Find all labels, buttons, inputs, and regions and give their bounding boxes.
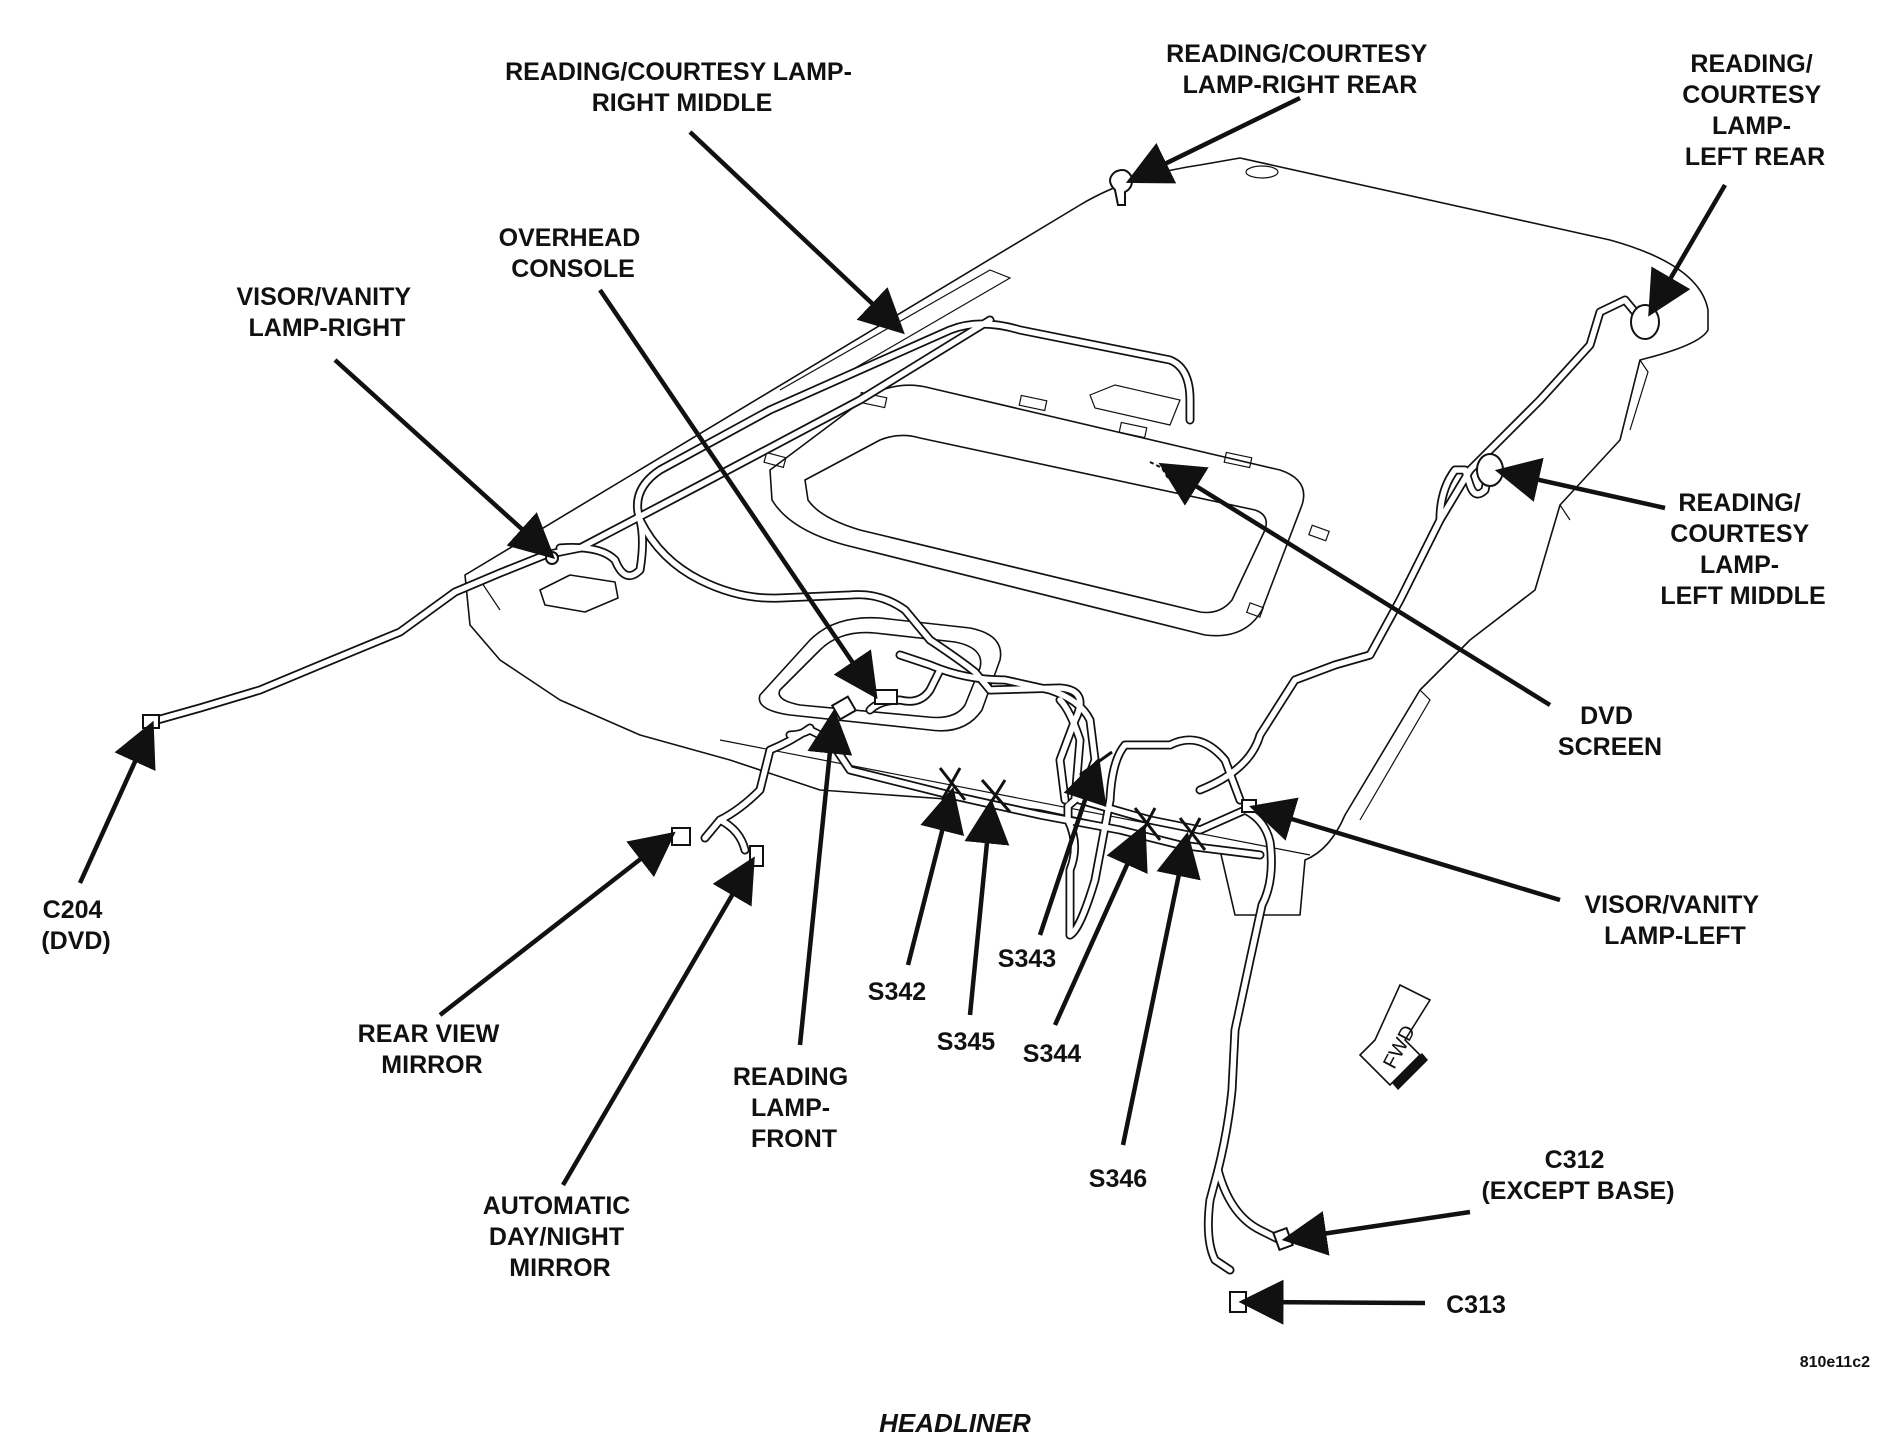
label-reading-courtesy-right-middle: READING/COURTESY LAMP- RIGHT MIDDLE <box>505 58 859 117</box>
label-s343: S343 <box>998 945 1056 973</box>
auto-mirror-connector <box>749 845 764 867</box>
label-reading-courtesy-right-rear: READING/COURTESY LAMP-RIGHT REAR <box>1166 40 1434 99</box>
dvd-screen-mount <box>1149 461 1169 479</box>
visor-vanity-right-connector <box>545 551 559 565</box>
figure-code: 810e11c2 <box>1800 1354 1870 1371</box>
reading-lamp-front-connector <box>830 695 858 721</box>
label-dvd-screen: DVD SCREEN <box>1558 702 1662 761</box>
label-rear-view-mirror: REAR VIEW MIRROR <box>358 1020 507 1079</box>
reading-lamp-left-rear <box>1630 304 1660 340</box>
c313-connector <box>1229 1291 1247 1313</box>
wiring-harness <box>145 295 1640 1275</box>
reading-lamp-left-middle <box>1476 453 1504 487</box>
c204-connector <box>142 714 160 729</box>
reading-lamp-right-rear <box>1109 169 1134 206</box>
label-visor-vanity-right: VISOR/VANITY LAMP-RIGHT <box>236 283 417 342</box>
visor-vanity-left-connector <box>1241 799 1257 813</box>
overhead-console-connector <box>874 689 898 705</box>
figure-caption: HEADLINER <box>879 1408 1031 1438</box>
callout-labels: READING/COURTESY LAMP- RIGHT MIDDLE READ… <box>41 40 1827 1319</box>
label-reading-lamp-front: READING LAMP- FRONT <box>733 1063 855 1153</box>
label-visor-vanity-left: VISOR/VANITY LAMP-LEFT <box>1584 891 1765 950</box>
headliner-outline <box>464 157 1709 916</box>
label-automatic-mirror: AUTOMATIC DAY/NIGHT MIRROR <box>483 1192 638 1282</box>
fwd-indicator: FWD <box>1358 983 1432 1090</box>
label-s346: S346 <box>1089 1165 1147 1193</box>
label-s344: S344 <box>1023 1040 1081 1068</box>
c312-connector <box>1272 1226 1294 1252</box>
label-reading-courtesy-left-rear: READING/ COURTESY LAMP- LEFT REAR <box>1682 50 1827 171</box>
rear-view-mirror-connector <box>671 827 691 846</box>
leader-arrows <box>77 95 1727 1325</box>
label-s345: S345 <box>937 1028 995 1056</box>
label-s342: S342 <box>868 978 926 1006</box>
label-c313: C313 <box>1446 1291 1506 1319</box>
label-c204: C204 (DVD) <box>41 896 110 955</box>
label-reading-courtesy-left-middle: READING/ COURTESY LAMP- LEFT MIDDLE <box>1660 489 1825 610</box>
label-c312: C312 (EXCEPT BASE) <box>1481 1146 1674 1205</box>
label-overhead-console: OVERHEAD CONSOLE <box>499 224 648 283</box>
